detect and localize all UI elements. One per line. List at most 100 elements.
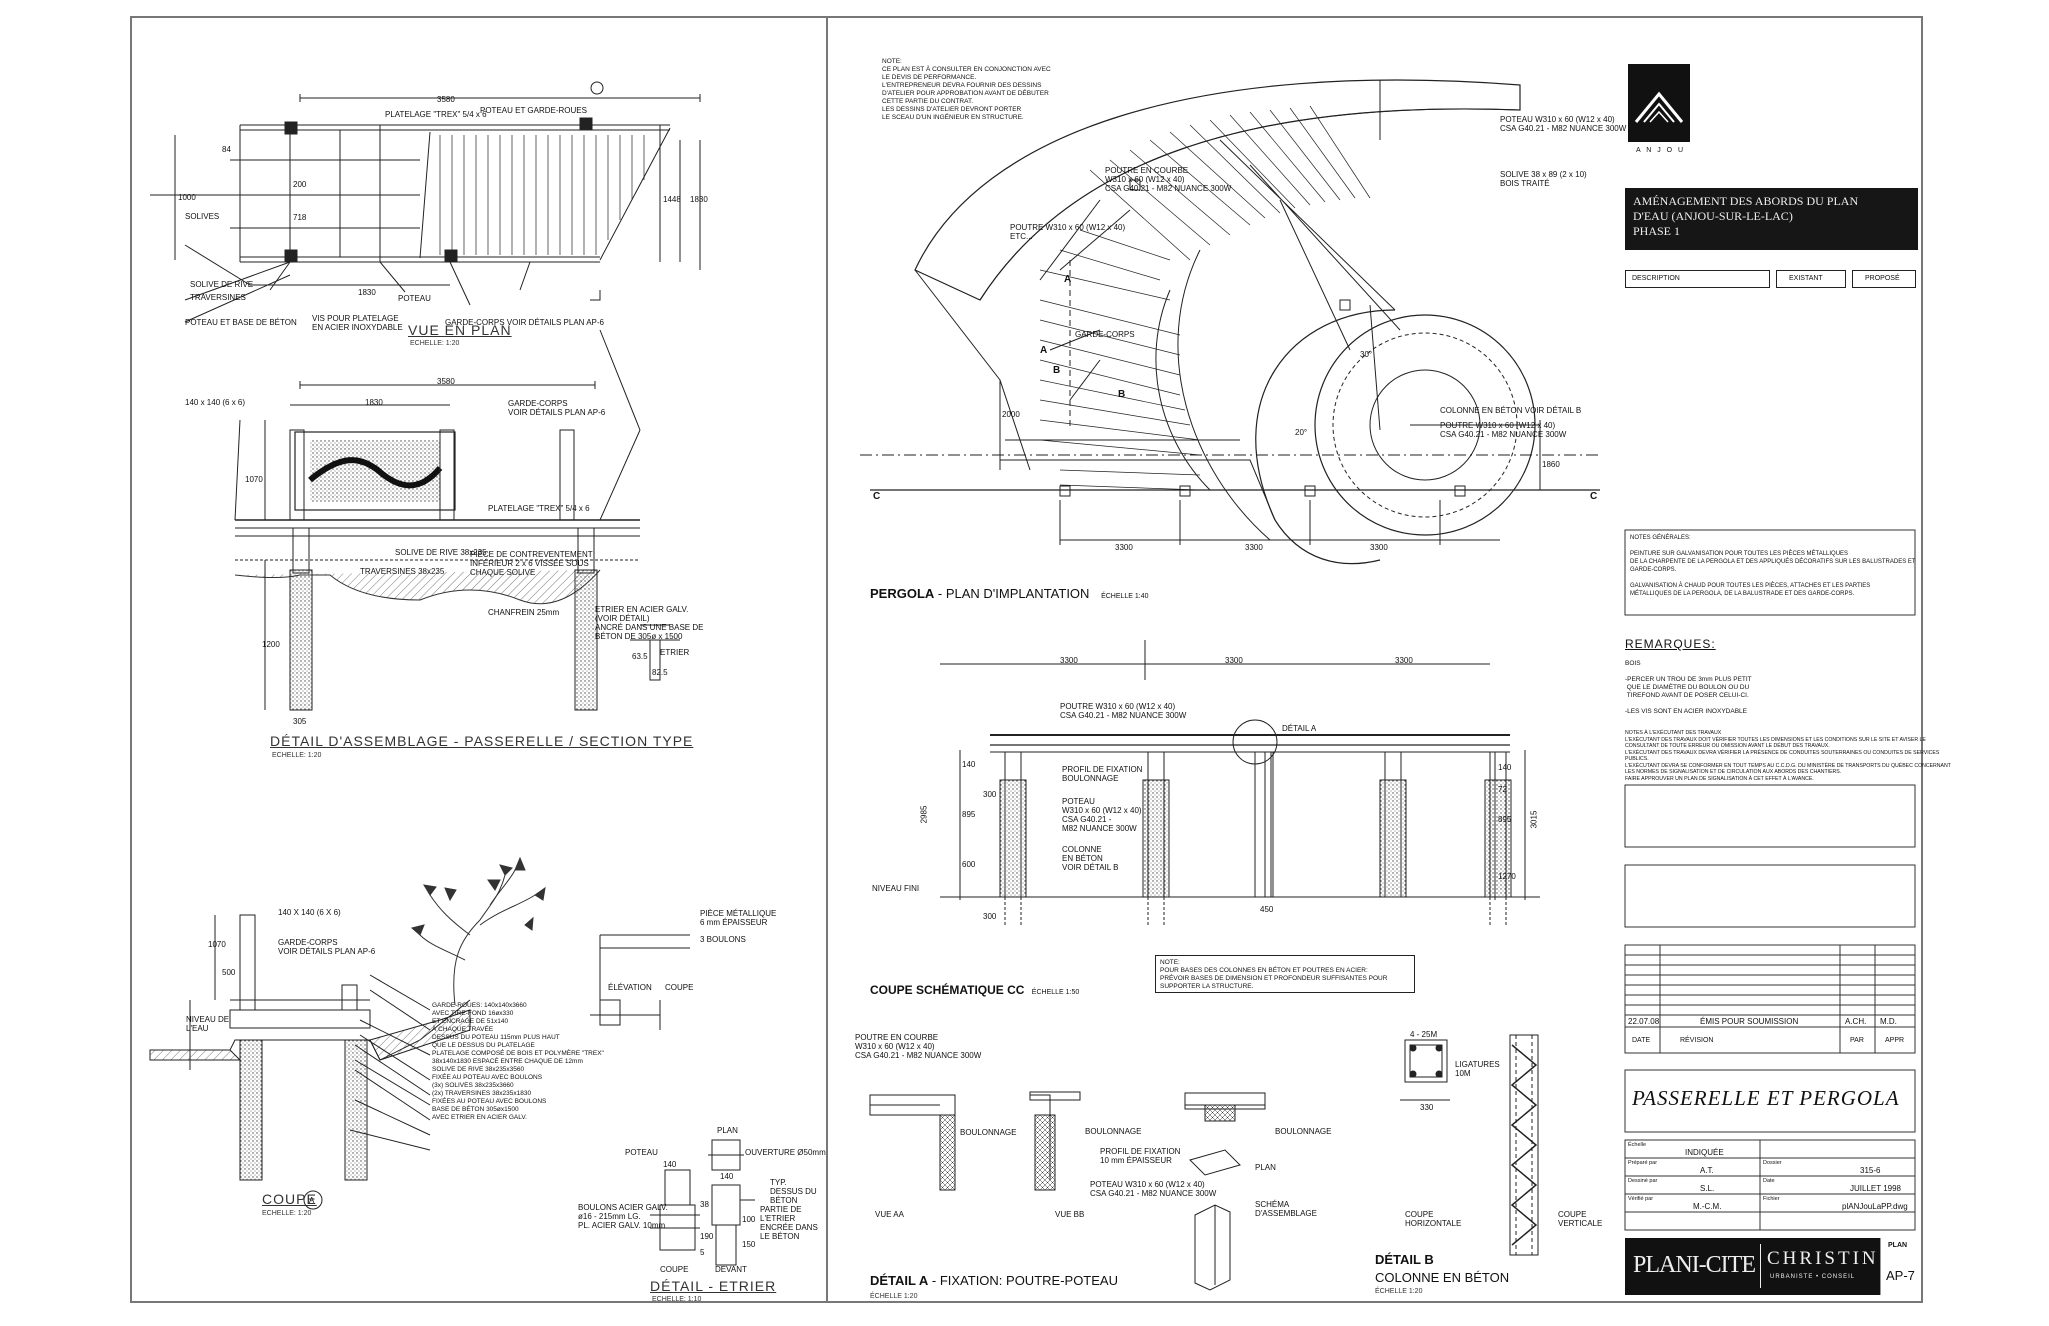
cc-label-profil: PROFIL DE FIXATION BOULONNAGE (1062, 765, 1143, 783)
cc-dim-300: 300 (983, 790, 997, 799)
pergola-plan-title-rest: - PLAN D'IMPLANTATION (934, 586, 1090, 601)
drawing-sheet (130, 16, 1923, 1303)
assembly-label-etrier2: ETRIER (660, 648, 690, 657)
db-label-330: 330 (1420, 1103, 1434, 1112)
plan-dim-84: 84 (222, 145, 231, 154)
cc-note: NOTE: POUR BASES DES COLONNES EN BÉTON E… (1160, 959, 1388, 990)
pergola-dim-3300c: 3300 (1370, 543, 1388, 552)
info-date-lbl: Date (1763, 1178, 1775, 1184)
pergola-dim-30: 30° (1360, 350, 1373, 359)
assembly-dim-1070: 1070 (245, 475, 263, 484)
cc-dim-140b: 140 (1498, 763, 1512, 772)
anjou-logo-text: A N J O U (1636, 147, 1686, 154)
cc-dim-3015: 3015 (1529, 810, 1539, 829)
coupe-marker: A (309, 1196, 315, 1205)
firm-left: PLANI-CITE (1633, 1252, 1756, 1278)
assembly-label-poteau140: 140 x 140 (6 x 6) (185, 398, 246, 407)
firm-tag: URBANISTE • CONSEIL (1770, 1274, 1856, 1280)
info-dessine-lbl: Dessiné par (1628, 1178, 1658, 1184)
pergola-columns (999, 751, 1512, 898)
cc-label-poutre: POUTRE W310 x 60 (W12 x 40) CSA G40.21 -… (1060, 702, 1187, 720)
etrier-dim-140: 140 (663, 1160, 677, 1169)
firm-logo: PLANI-CITE CHRISTIN URBANISTE • CONSEIL (1625, 1238, 1880, 1295)
plan-label-poteau-garde: POTEAU ET GARDE-ROUES (480, 106, 587, 115)
project-title-banner: AMÉNAGEMENT DES ABORDS DU PLAN D'EAU (AN… (1625, 188, 1918, 250)
detail-b-views (1400, 1034, 1539, 1256)
info-date: JUILLET 1998 (1850, 1184, 1901, 1193)
coupe-label-coupe-small: COUPE (665, 983, 694, 992)
da-label-boulonnage3: BOULONNAGE (1275, 1127, 1332, 1136)
da-label-plan: PLAN (1255, 1163, 1276, 1172)
da-label-poteau: POTEAU W310 x 60 (W12 x 40) CSA G40.21 -… (1090, 1180, 1217, 1198)
info-verifie-lbl: Vérifié par (1628, 1196, 1654, 1202)
db-label-coupe-v: COUPE VERTICALE (1558, 1210, 1603, 1228)
assembly-label-platelage: PLATELAGE "TREX" 5/4 x 6 (488, 504, 590, 513)
plan-number: AP-7 (1886, 1268, 1915, 1283)
da-label-schema: SCHÉMA D'ASSEMBLAGE (1255, 1200, 1317, 1218)
plan-label-traversines: TRAVERSINES (190, 293, 246, 302)
etrier-label-poteau: POTEAU (625, 1148, 658, 1157)
assembly-label-etrier: ETRIER EN ACIER GALV. (VOIR DÉTAIL) ANCR… (595, 605, 704, 641)
pergola-plan-title-bold: PERGOLA (870, 586, 935, 601)
cc-dim-2985: 2985 (919, 805, 929, 824)
pergola-dim-1860: 1860 (1542, 460, 1560, 469)
plan-view-title: VUE EN PLAN (408, 322, 512, 338)
da-label-vue-aa: VUE AA (875, 1210, 904, 1219)
da-label-profil: PROFIL DE FIXATION 10 mm ÉPAISSEUR (1100, 1147, 1181, 1165)
info-echelle: INDIQUÉE (1685, 1148, 1724, 1157)
coupe-label-niveau: NIVEAU DE L'EAU (186, 1015, 230, 1033)
coupe-notes: GARDE-ROUES: 140x140x3660 AVEC TIRE-FOND… (432, 1002, 604, 1121)
section-cc-view (940, 640, 1540, 925)
db-label-coupe-h: COUPE HORIZONTALE (1405, 1210, 1462, 1228)
pergola-label-poutre2: POUTRE W310 x 60 (W12 x 40) ETC... (1010, 223, 1126, 241)
cc-title: COUPE SCHÉMATIQUE CC ÉCHELLE 1:50 (870, 983, 1079, 997)
cc-dim-3300a: 3300 (1060, 656, 1078, 665)
legend-propose: PROPOSÉ (1852, 270, 1916, 288)
plan-dim-200: 200 (293, 180, 307, 189)
section-marker-b1: B (1053, 365, 1061, 376)
cc-title-text: COUPE SCHÉMATIQUE CC (870, 983, 1025, 997)
cc-dim-600: 600 (962, 860, 976, 869)
assembly-view (234, 329, 680, 711)
section-marker-a2: A (1040, 345, 1048, 356)
etrier-title: DÉTAIL - ETRIER (650, 1278, 777, 1294)
assembly-dim-635: 63.5 (632, 652, 648, 661)
tree-sketch (410, 856, 546, 1006)
revision-date: 22.07.08 (1628, 1017, 1660, 1026)
assembly-dim-825: 82.5 (652, 668, 668, 677)
etrier-dim-140b: 140 (720, 1172, 734, 1181)
assembly-scale: ECHELLE: 1:20 (272, 752, 322, 759)
detail-a-title: DÉTAIL A - FIXATION: POUTRE-POTEAU (870, 1273, 1118, 1288)
info-prepare-lbl: Préparé par (1628, 1160, 1658, 1166)
assembly-label-garde-corps: GARDE-CORPS VOIR DÉTAILS PLAN AP-6 (508, 399, 606, 417)
plan-dim-1830v: 1830 (690, 195, 708, 204)
plan-view-scale: ECHELLE: 1:20 (410, 340, 460, 347)
cc-dim-140a: 140 (962, 760, 976, 769)
info-prepare: A.T. (1700, 1166, 1714, 1175)
assembly-dim-305: 305 (293, 717, 307, 726)
assembly-dim-1200: 1200 (262, 640, 280, 649)
info-echelle-lbl: Échelle (1628, 1142, 1647, 1148)
da-label-boulonnage1: BOULONNAGE (960, 1128, 1017, 1137)
cc-dim-300b: 300 (983, 912, 997, 921)
etrier-label-coupe: COUPE (660, 1265, 689, 1274)
section-marker-c-right: C (1590, 491, 1598, 502)
pergola-dim-3300a: 3300 (1115, 543, 1133, 552)
cc-scale: ÉCHELLE 1:50 (1031, 989, 1080, 996)
da-label-vue-bb: VUE BB (1055, 1210, 1085, 1219)
plan-label: PLAN (1888, 1242, 1908, 1249)
pergola-plan-title: PERGOLA - PLAN D'IMPLANTATION ÉCHELLE 1:… (870, 586, 1149, 601)
cc-dim-895: 895 (962, 810, 976, 819)
assembly-dim-3580: 3580 (437, 377, 455, 386)
pergola-label-garde-corps: GARDE-CORPS (1075, 330, 1135, 339)
detail-a-title-bold: DÉTAIL A (870, 1273, 929, 1288)
remarques-text: BOIS -PERCER UN TROU DE 3mm PLUS PETIT Q… (1625, 660, 1752, 715)
info-verifie: M.-C.M. (1693, 1202, 1722, 1211)
cc-dim-72: 72 (1498, 785, 1507, 794)
legend-propose-text: PROPOSÉ (1865, 275, 1900, 282)
coupe-label-elevation: ÉLÉVATION (608, 983, 652, 992)
etrier-dim-150: 150 (742, 1240, 756, 1249)
etrier-scale: ECHELLE: 1:10 (652, 1296, 702, 1303)
notes-generales: NOTES GÉNÉRALES: PEINTURE SUR GALVANISAT… (1630, 535, 1916, 597)
